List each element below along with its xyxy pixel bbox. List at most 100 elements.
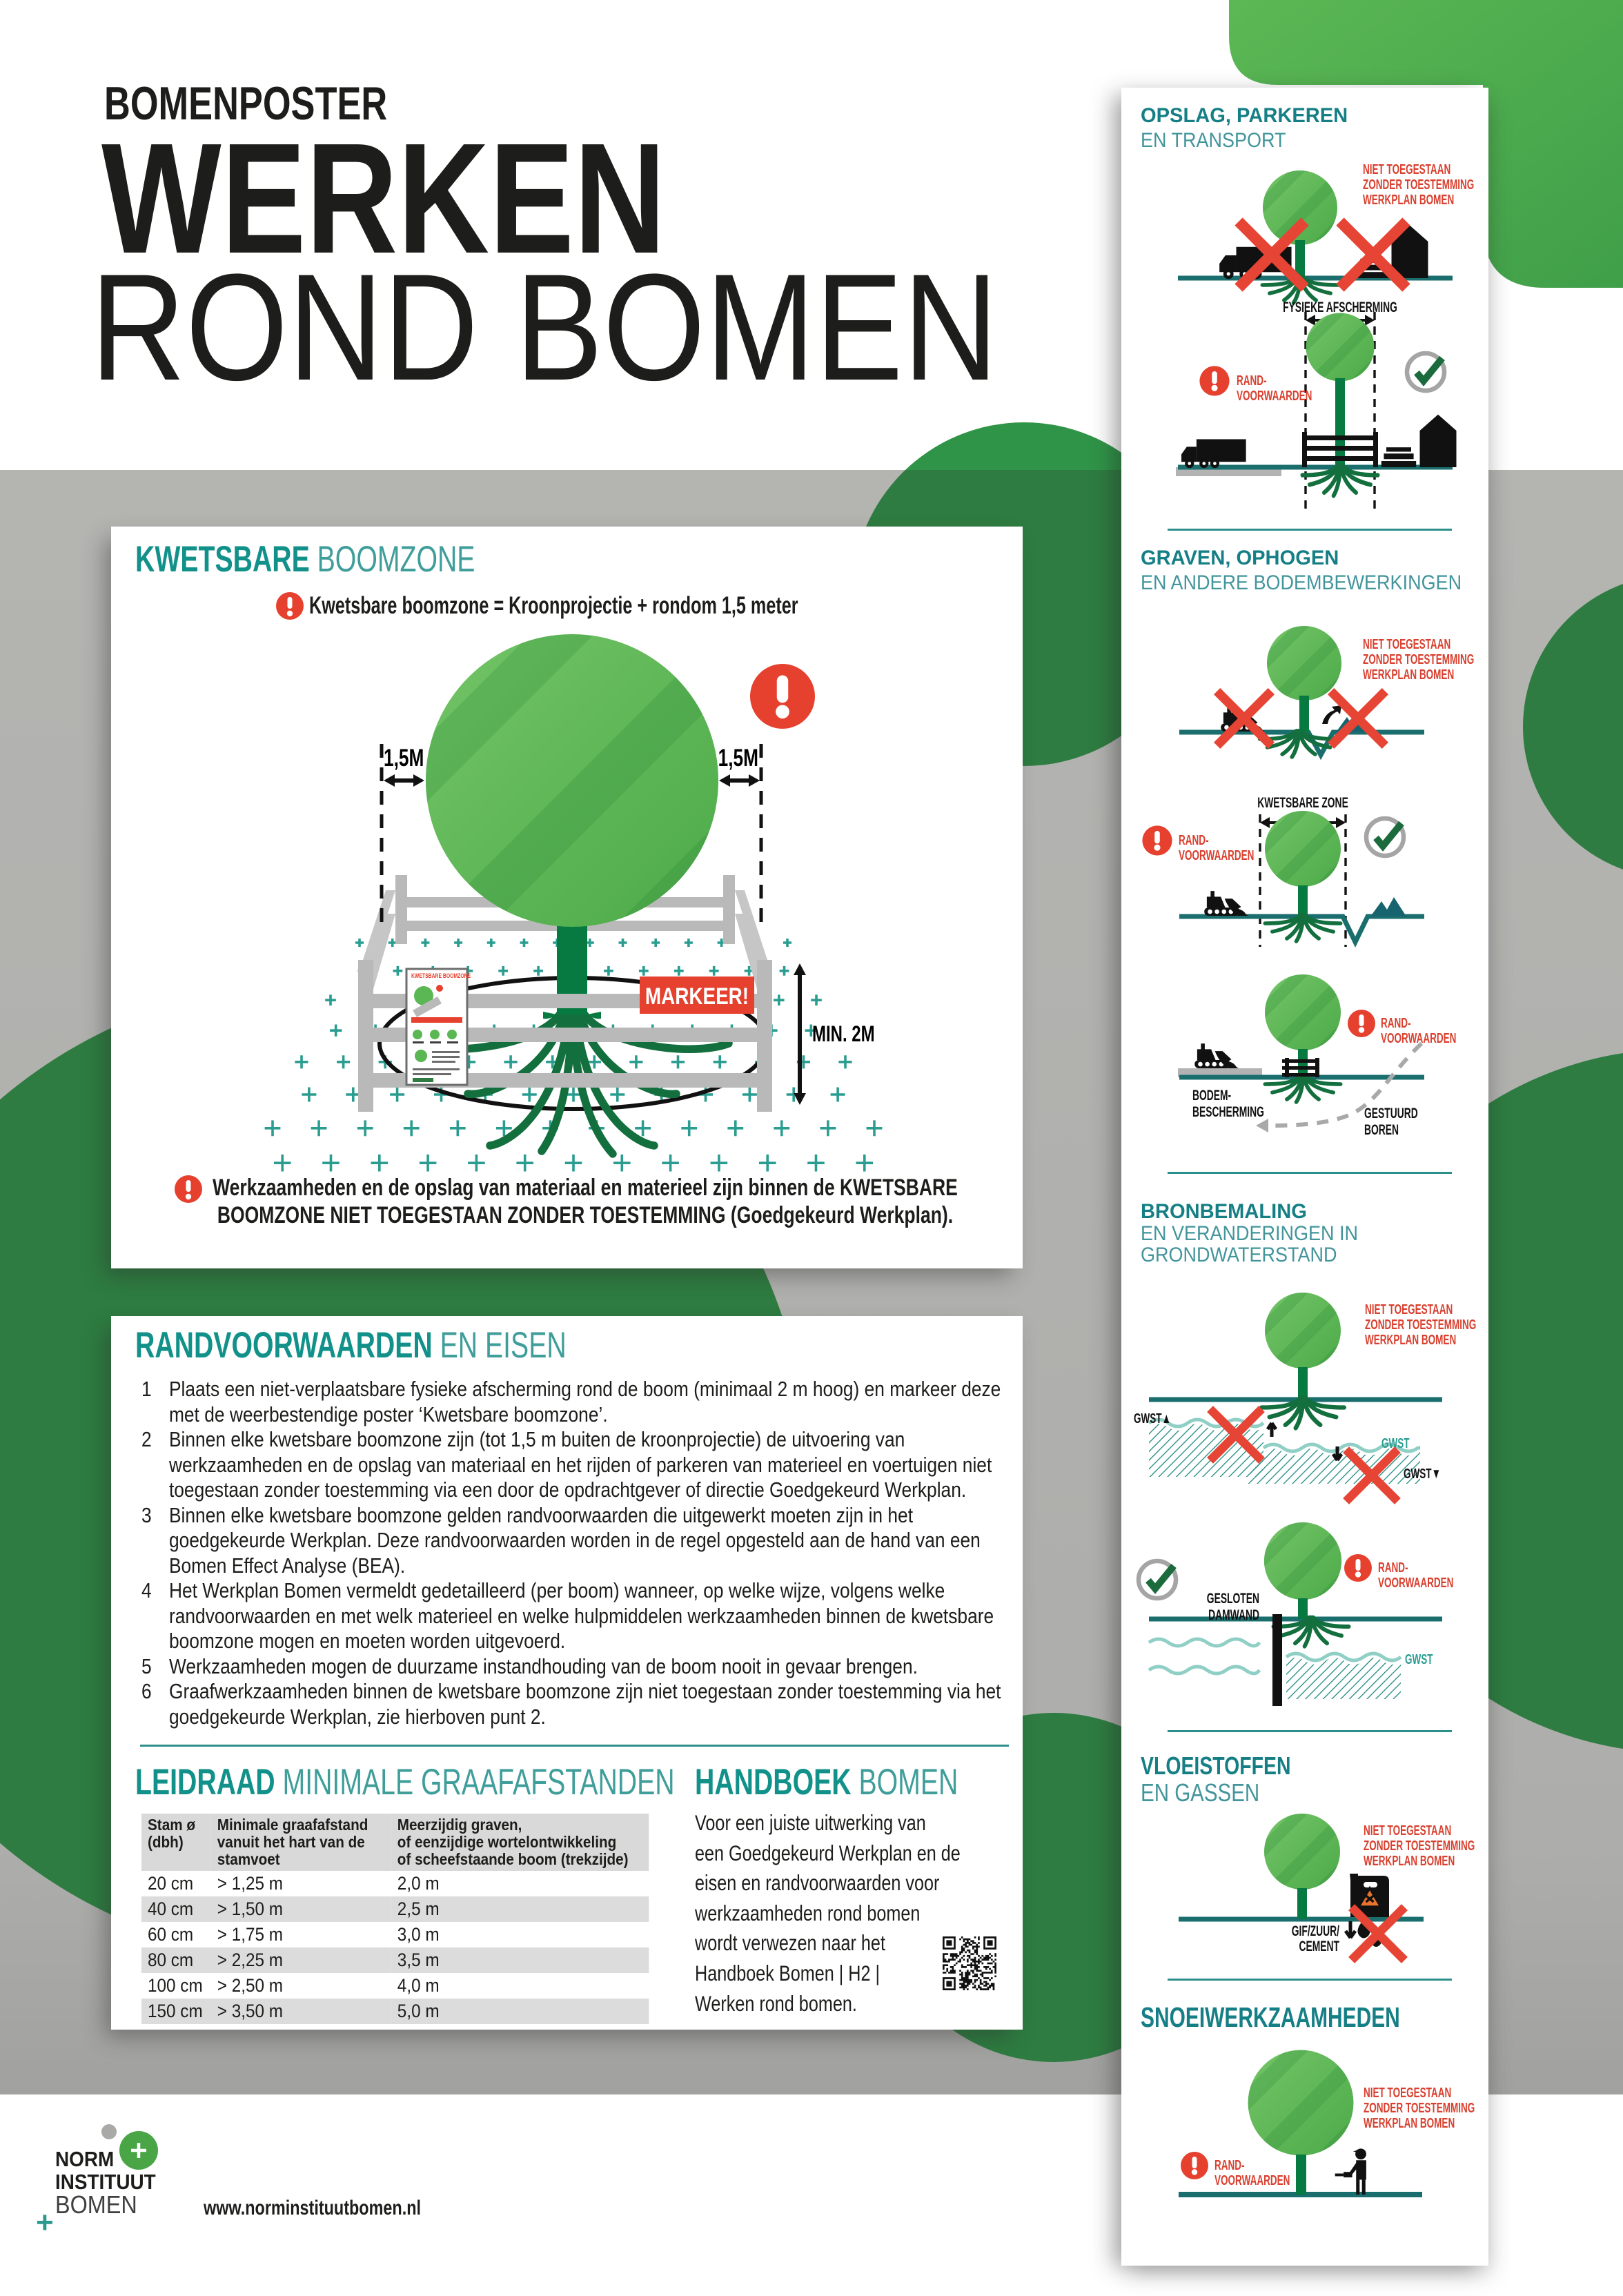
svg-text:BOREN: BOREN: [1364, 1121, 1399, 1138]
svg-text:RAND-: RAND-: [1378, 1559, 1408, 1576]
svg-text:GWST: GWST: [1381, 1435, 1410, 1451]
svg-text:KWETSBARE BOOMZONE: KWETSBARE BOOMZONE: [411, 972, 471, 979]
poster-title-line1: WERKEN: [101, 111, 666, 286]
measure-arrows: [384, 774, 760, 787]
svg-text:FYSIEKE AFSCHERMING: FYSIEKE AFSCHERMING: [1283, 299, 1397, 315]
svg-text:WERKPLAN BOMEN: WERKPLAN BOMEN: [1363, 191, 1454, 208]
qr-code: [943, 1936, 996, 1990]
svg-text:ZONDER TOESTEMMING: ZONDER TOESTEMMING: [1363, 651, 1474, 667]
card2-heading: RANDVOORWAARDEN EN EISEN: [135, 1325, 567, 1366]
svg-text:GWST▼: GWST▼: [1404, 1465, 1441, 1482]
svg-text:MARKEER!: MARKEER!: [645, 983, 749, 1009]
svg-text:ZONDER TOESTEMMING: ZONDER TOESTEMMING: [1364, 2099, 1475, 2116]
card1-warning-text: Werkzaamheden en de opslag van materiaal…: [213, 1175, 958, 1228]
card2-separator: [140, 1745, 1009, 1747]
warning-icon: [276, 592, 304, 620]
logo-plus: +: [36, 2206, 54, 2239]
svg-text:CEMENT: CEMENT: [1299, 1938, 1340, 1954]
svg-text:WERKPLAN BOMEN: WERKPLAN BOMEN: [1363, 666, 1454, 683]
svg-text:RAND-: RAND-: [1179, 832, 1209, 848]
warning-icon-bottom: [175, 1175, 202, 1203]
poster-kicker: BOMENPOSTER: [104, 77, 388, 130]
svg-text:WERKPLAN BOMEN: WERKPLAN BOMEN: [1365, 1331, 1456, 1348]
diagram-kwetsbare-zone: KWETSBARE ZONE RAND-VOORWAARDEN: [1142, 794, 1424, 948]
svg-text:GWST▲: GWST▲: [1134, 1410, 1171, 1426]
section-vloeistoffen-heading: VLOEISTOFFEN EN GASSEN: [1141, 1752, 1291, 1807]
logo-mark: [101, 2124, 158, 2170]
svg-text:ZONDER TOESTEMMING: ZONDER TOESTEMMING: [1364, 1837, 1475, 1854]
svg-text:RAND-: RAND-: [1214, 2157, 1245, 2173]
svg-text:VOORWAARDEN: VOORWAARDEN: [1179, 847, 1254, 863]
svg-text:RAND-: RAND-: [1381, 1014, 1411, 1031]
svg-text:BESCHERMING: BESCHERMING: [1192, 1103, 1264, 1120]
separator: [1168, 1979, 1452, 1981]
svg-text:VOORWAARDEN: VOORWAARDEN: [1237, 387, 1312, 404]
svg-text:GIF/ZUUR/: GIF/ZUUR/: [1292, 1923, 1339, 1939]
svg-text:RAND-: RAND-: [1237, 372, 1267, 389]
svg-text:GESTUURD: GESTUURD: [1364, 1105, 1418, 1121]
svg-text:GESLOTEN: GESLOTEN: [1207, 1590, 1259, 1607]
mini-poster: KWETSBARE BOOMZONE: [405, 968, 471, 1086]
logo-text: NORM INSTITUUT BOMEN: [55, 2147, 156, 2219]
handboek-text: Voor een juiste uitwerking van een Goedg…: [695, 1810, 961, 2016]
svg-text:1,5M: 1,5M: [384, 744, 424, 772]
separator: [1168, 529, 1452, 531]
svg-text:1,5M: 1,5M: [718, 744, 758, 772]
handboek-heading: HANDBOEK BOMEN: [695, 1762, 958, 1803]
tree-crown: [425, 634, 719, 928]
svg-text:NIET TOEGESTAAN: NIET TOEGESTAAN: [1363, 636, 1450, 652]
svg-text:KWETSBARE ZONE: KWETSBARE ZONE: [1257, 794, 1348, 811]
deco-blob: [1229, 0, 1623, 288]
svg-text:NIET TOEGESTAAN: NIET TOEGESTAAN: [1365, 1301, 1453, 1317]
separator: [1168, 1172, 1452, 1174]
section-snoei-heading: SNOEIWERKZAAMHEDEN: [1141, 2001, 1400, 2033]
table-header-row: Stam ø (dbh) Minimale graafafstand vanui…: [141, 1814, 649, 1871]
min2m-arrow: [794, 963, 806, 1105]
diagram-fysieke-afscherming: FYSIEKE AFSCHERMING: [1176, 299, 1457, 514]
kwetsbare-boomzone-diagram: KWETSBARE BOOMZONE MARKEER!: [264, 634, 883, 1172]
alert-icon-big: [750, 664, 815, 729]
card1-subtitle: Kwetsbare boomzone = Kroonprojectie + ro…: [309, 592, 798, 619]
svg-text:ZONDER TOESTEMMING: ZONDER TOESTEMMING: [1363, 176, 1474, 193]
svg-text:WERKPLAN BOMEN: WERKPLAN BOMEN: [1364, 1852, 1455, 1869]
svg-text:VOORWAARDEN: VOORWAARDEN: [1378, 1574, 1453, 1591]
svg-text:MIN. 2M: MIN. 2M: [812, 1021, 875, 1046]
zone-dashed-lines: [380, 744, 763, 925]
poster-title-line2: ROND BOMEN: [90, 242, 999, 412]
deco-circle-right-top: [1523, 584, 1623, 870]
card1-heading: KWETSBARE BOOMZONE: [135, 539, 475, 580]
svg-text:DAMWAND: DAMWAND: [1208, 1607, 1259, 1623]
svg-text:VOORWAARDEN: VOORWAARDEN: [1214, 2172, 1290, 2188]
graafafstanden-table: Stam ø (dbh) Minimale graafafstand vanui…: [141, 1814, 649, 2024]
svg-text:VOORWAARDEN: VOORWAARDEN: [1381, 1030, 1456, 1046]
svg-text:ZONDER TOESTEMMING: ZONDER TOESTEMMING: [1365, 1316, 1476, 1333]
svg-text:BODEM-: BODEM-: [1192, 1087, 1231, 1103]
svg-text:NIET TOEGESTAAN: NIET TOEGESTAAN: [1363, 161, 1450, 177]
svg-text:WERKPLAN BOMEN: WERKPLAN BOMEN: [1364, 2115, 1455, 2131]
svg-text:NIET TOEGESTAAN: NIET TOEGESTAAN: [1364, 1822, 1451, 1838]
separator: [1168, 1730, 1452, 1732]
